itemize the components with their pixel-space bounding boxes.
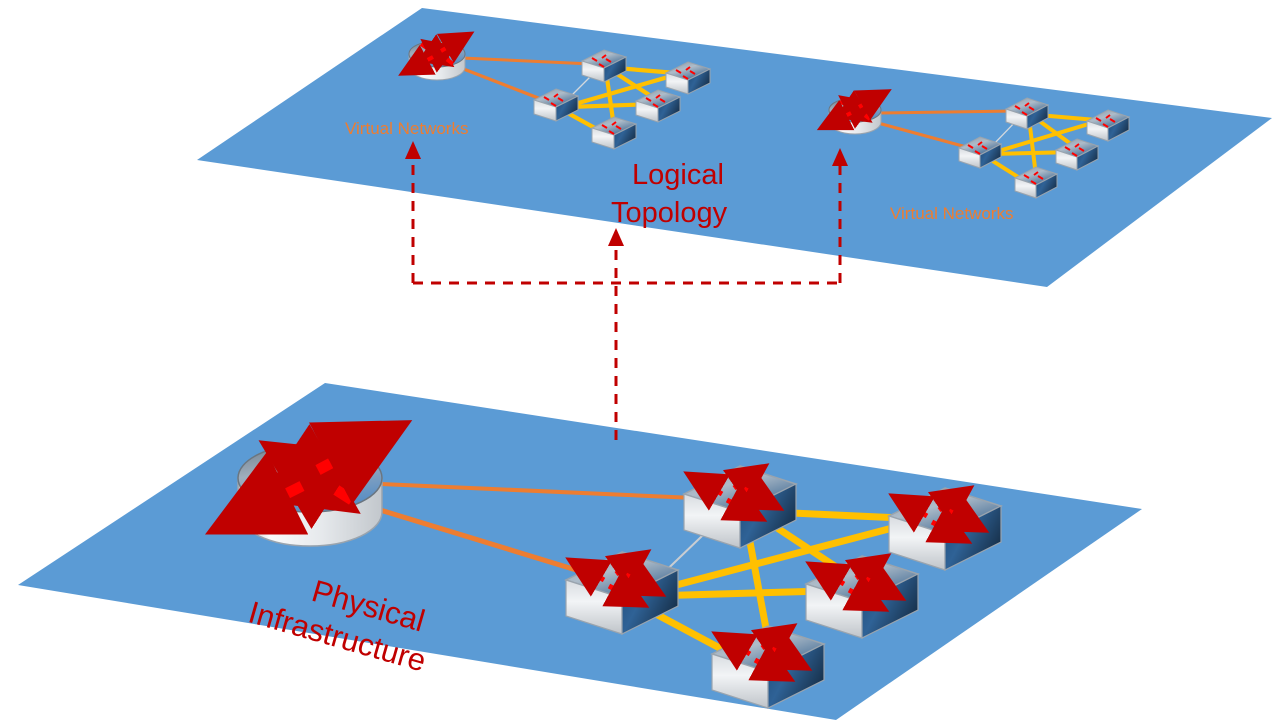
vn-right-switch-R2 xyxy=(1085,109,1131,142)
vn-right-link-router-R3 xyxy=(877,121,971,150)
router-arrows-icon xyxy=(816,89,892,131)
vn-right-link-R3-R2 xyxy=(990,118,1104,155)
physical-switch-P2 xyxy=(887,485,1003,571)
mapping-connector-arrowheads xyxy=(405,141,848,246)
vn-right-router-links xyxy=(877,109,1017,150)
vn-right-label: Virtual Networks xyxy=(890,204,1013,223)
vn-left-switch-L2 xyxy=(664,61,712,95)
logical-plane-surface xyxy=(197,8,1272,287)
vn-right-switch-R4 xyxy=(1054,138,1100,171)
switch-arrows-icon xyxy=(1095,114,1116,128)
switch-arrows-icon xyxy=(1023,171,1044,185)
logical-title-line-1: Logical xyxy=(632,159,724,191)
physical-link-P3-P2 xyxy=(646,514,934,596)
vn-right-switch-R5 xyxy=(1013,166,1059,199)
connector-arrow-center xyxy=(608,228,624,246)
switch-arrows-icon xyxy=(1014,102,1035,116)
switch-arrows-icon xyxy=(645,94,666,108)
connector-arrow-right xyxy=(832,148,848,166)
logical-plane-title: Logical Topology xyxy=(611,159,732,229)
vn-right-link-router-R1 xyxy=(878,109,1017,115)
vn-right-router xyxy=(816,89,892,135)
switch-arrows-icon xyxy=(1064,143,1085,157)
vn-left-router-links xyxy=(460,56,593,103)
switch-arrows-icon xyxy=(543,93,564,107)
physical-link-router-P1 xyxy=(379,482,741,502)
switch-arrows-icon xyxy=(591,54,612,68)
mapping-connector xyxy=(411,152,842,440)
router-arrows-icon xyxy=(205,420,413,535)
switch-arrows-icon xyxy=(711,623,813,682)
vn-left-switch-L4 xyxy=(634,89,682,123)
physical-infrastructure-layer: Physical Infrastructure xyxy=(18,383,1142,720)
vn-left-link-router-L1 xyxy=(461,56,593,66)
vn-left-switch-L1 xyxy=(580,49,628,83)
physical-switch-P4 xyxy=(804,553,920,639)
vn-left-link-L3-L2 xyxy=(565,70,685,109)
switch-arrows-icon xyxy=(683,463,785,522)
virtual-network-right-cluster: Virtual Networks xyxy=(816,89,1131,223)
physical-switch-P3 xyxy=(564,549,680,635)
router-arrows-icon xyxy=(398,31,475,76)
connector-arrow-left xyxy=(405,141,421,159)
virtual-network-left-cluster: Virtual Networks xyxy=(345,31,712,150)
switch-arrows-icon xyxy=(967,141,988,155)
vn-left-label: Virtual Networks xyxy=(345,119,468,138)
vn-right-switch-R3 xyxy=(957,136,1003,169)
vn-left-switch-L3 xyxy=(532,88,580,122)
switch-arrows-icon xyxy=(675,66,696,80)
physical-switch-P5 xyxy=(710,623,826,709)
switch-arrows-icon xyxy=(565,549,667,608)
physical-router xyxy=(205,420,413,547)
vn-left-link-router-L3 xyxy=(460,66,547,103)
physical-switch-P1 xyxy=(682,463,798,549)
switch-arrows-icon xyxy=(601,121,622,135)
logical-topology-layer: Virtual Networks xyxy=(197,8,1272,287)
vn-left-router xyxy=(398,31,475,81)
vn-right-switch-R1 xyxy=(1004,97,1050,130)
logical-title-line-2: Topology xyxy=(611,197,728,229)
vn-left-switch-L5 xyxy=(590,116,638,150)
switch-arrows-icon xyxy=(805,553,907,612)
switch-arrows-icon xyxy=(888,485,990,544)
